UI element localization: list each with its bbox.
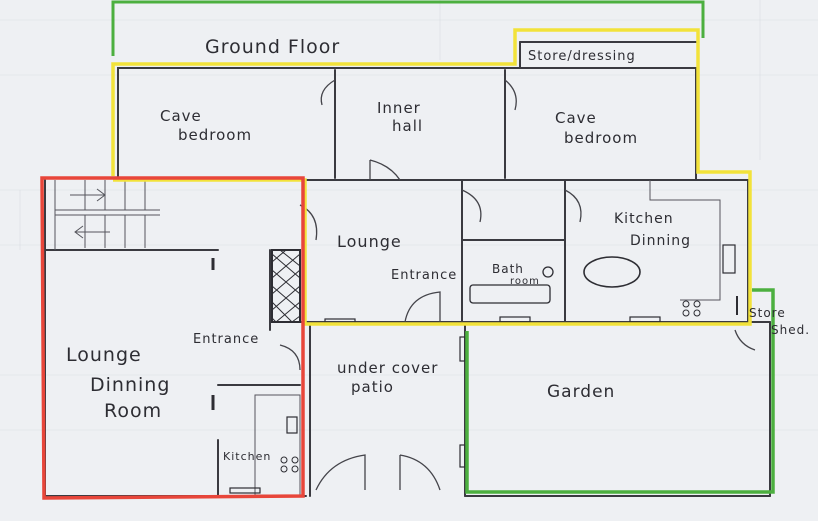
door-arc-10 [399,454,441,491]
yellow-outline-middle [111,28,752,326]
label-kitchen-dinning-1: Kitchen [614,211,674,227]
label-store-shed-1: Store [749,306,786,320]
dining-table [583,256,641,288]
graph-paper-grid [0,0,818,431]
label-store-shed-2: Shed. [771,323,810,337]
label-under-cover-patio-1: under cover [337,359,438,377]
staircase [54,180,160,250]
green-outline-upper [111,0,705,56]
label-garden: Garden [547,382,615,402]
door-arc-9 [315,454,366,491]
sink-right [722,244,736,274]
kitchen-counter [649,180,721,301]
label-bathroom-1: Bath [492,262,524,276]
door-arc-7 [404,291,441,323]
label-kitchen-dinning-2: Dinning [630,233,691,249]
fixtures [211,244,738,494]
door-arc-8 [279,344,301,371]
kitchen-counter-left [254,394,301,496]
label-cave-bedroom-right-2: bedroom [564,129,638,147]
ground-floor-title: Ground Floor [205,36,340,58]
toilet [542,266,554,278]
door-arc-11 [734,329,756,351]
label-entrance-left: Entrance [193,332,259,347]
door-swings [279,79,756,491]
label-lounge-dinning-2: Dinning [90,374,170,396]
fireplace-hatch [271,249,301,323]
label-under-cover-patio-2: patio [351,378,394,396]
label-kitchen-left: Kitchen [223,450,271,463]
label-inner-hall-2: hall [392,117,423,135]
label-store-dressing: Store/dressing [528,49,636,64]
label-lounge-dinning-3: Room [104,400,162,422]
door-arc-5 [564,189,582,223]
green-outline-garden [465,288,775,494]
door-arc-4 [461,189,482,223]
hob-right [682,300,701,317]
label-bathroom-2: room [510,276,540,287]
door-arc-2 [504,79,517,111]
label-cave-bedroom-right-1: Cave [555,109,597,127]
door-arc-1 [320,79,336,106]
window-marks [211,258,738,494]
hob-left [280,456,299,473]
bathtub [469,284,551,304]
red-outline-left [40,176,305,500]
sink-left [286,416,298,434]
label-cave-bedroom-left-2: bedroom [178,126,252,144]
label-cave-bedroom-left-1: Cave [160,107,202,125]
label-inner-hall-1: Inner [377,99,421,117]
label-lounge-middle: Lounge [337,232,402,251]
label-entrance-middle: Entrance [391,268,457,283]
door-arc-3 [369,159,401,181]
label-lounge-dinning-1: Lounge [66,344,142,366]
